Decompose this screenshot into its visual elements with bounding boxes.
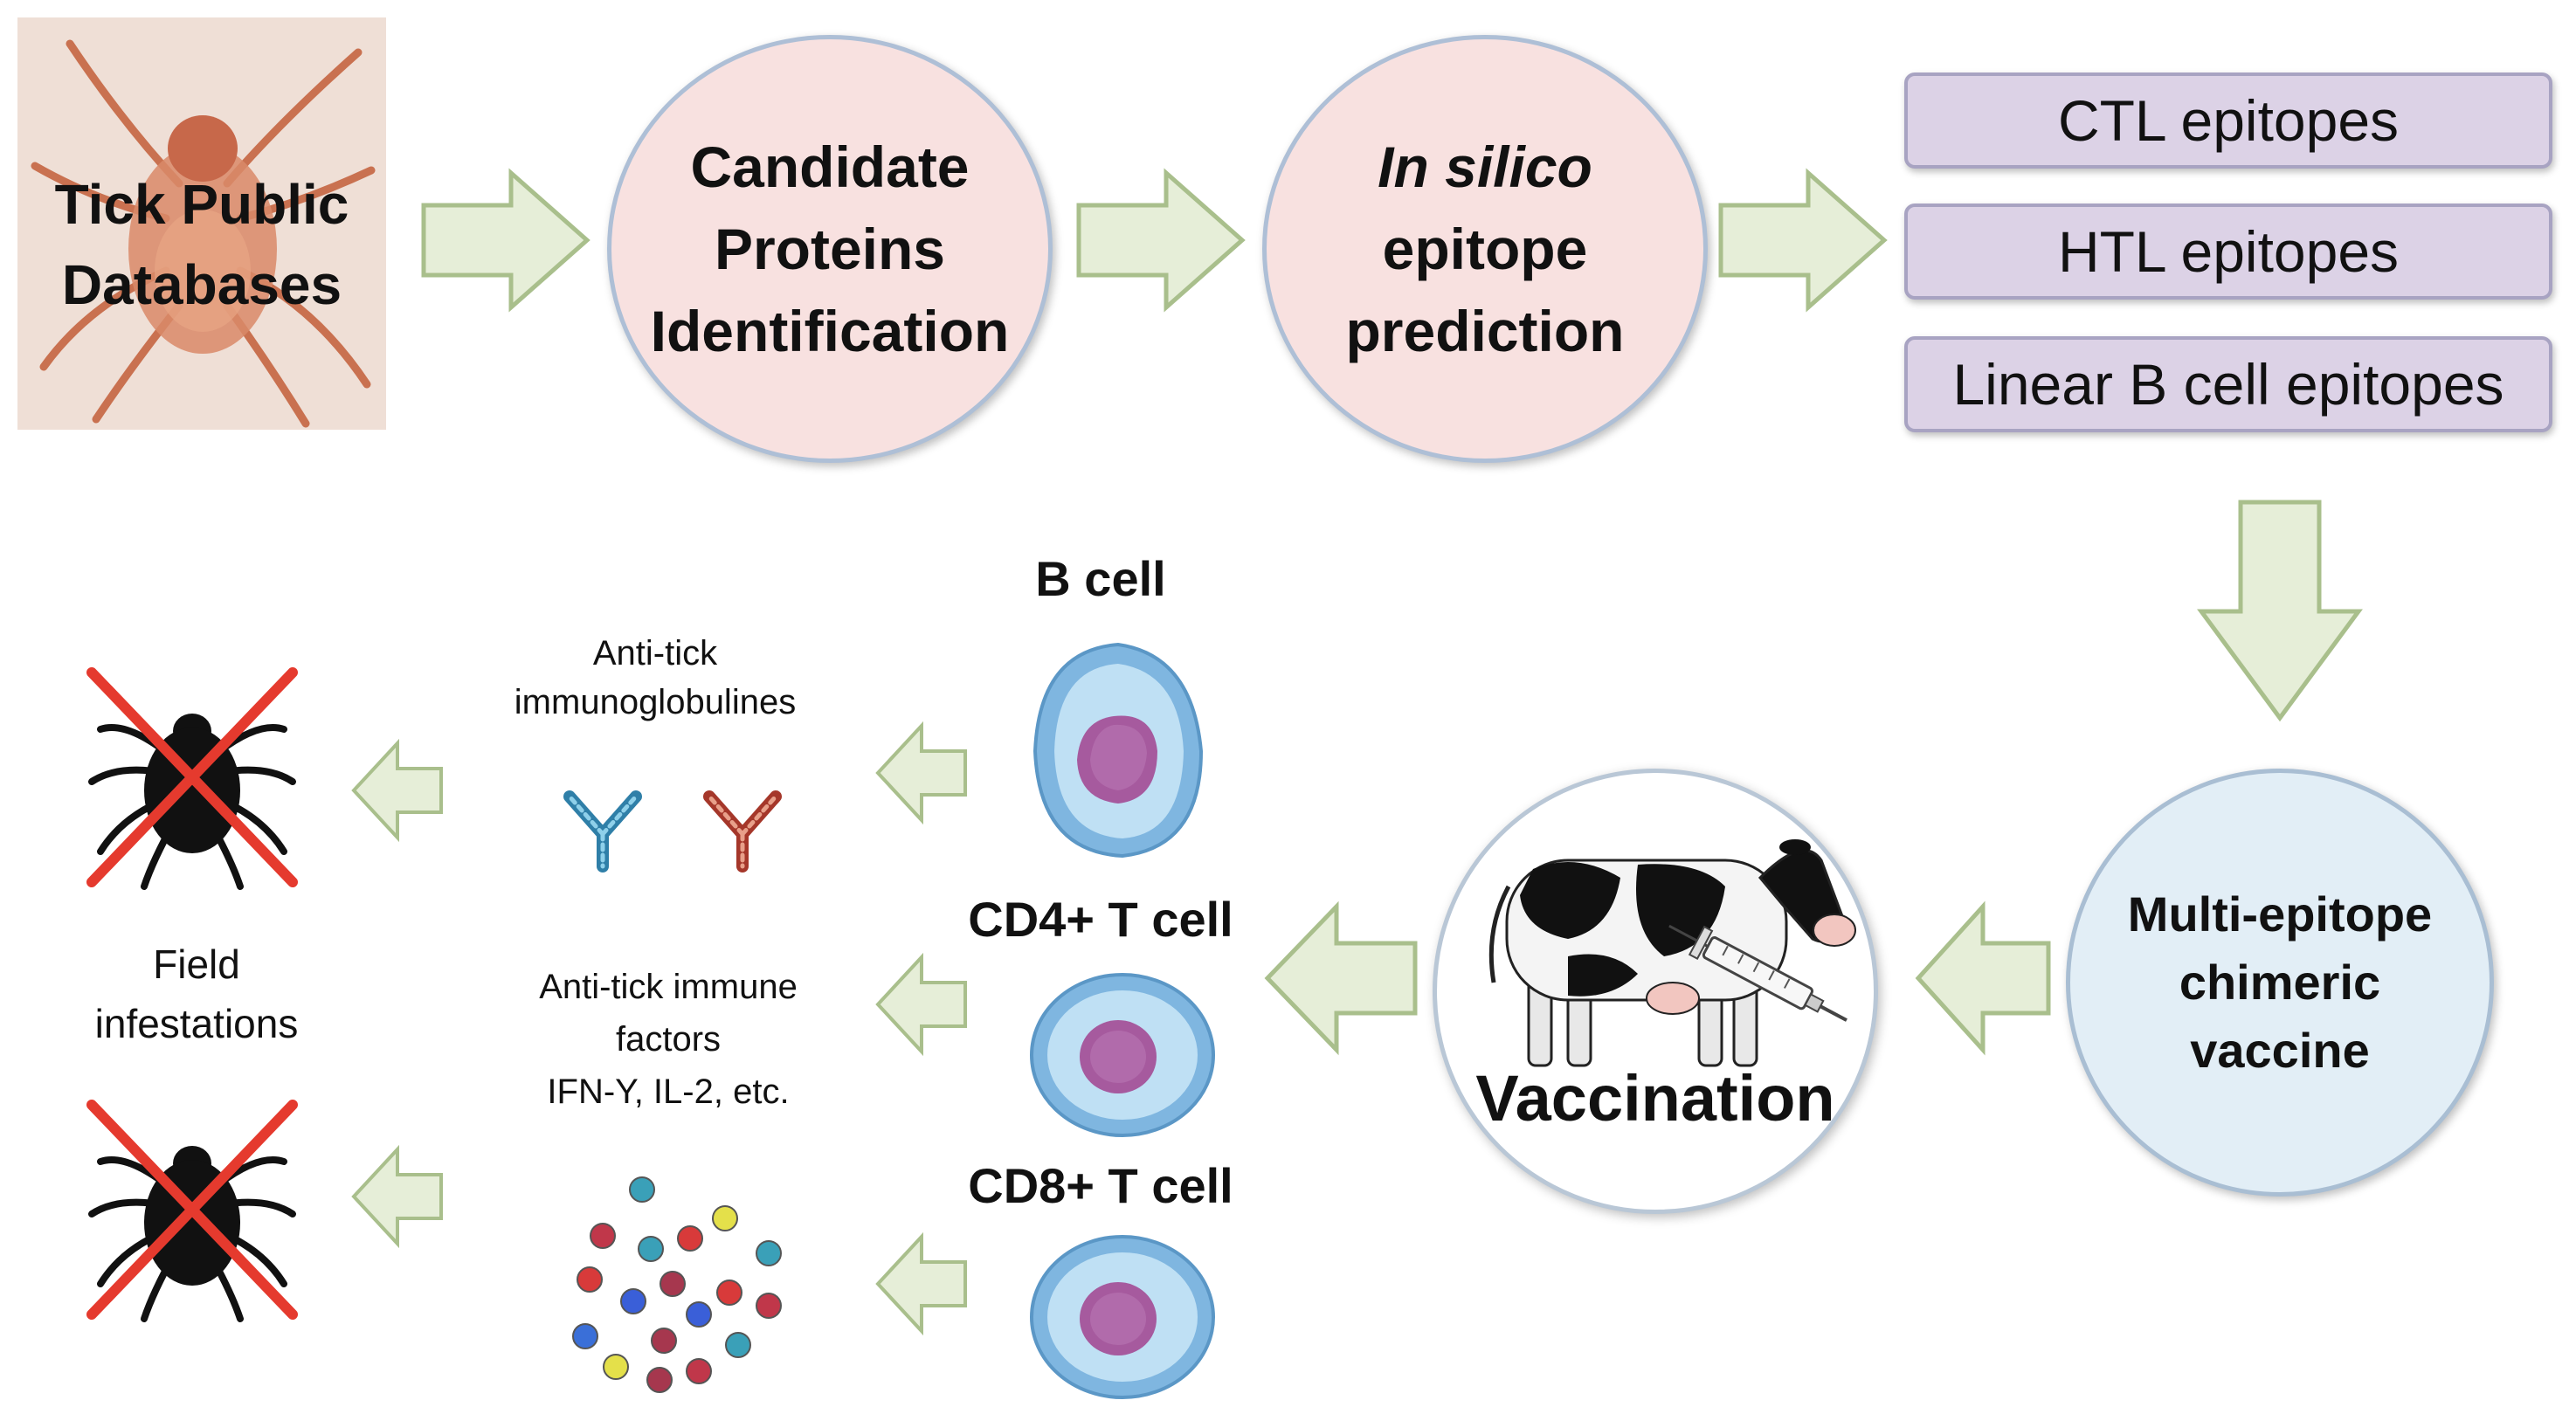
left-arrow-icon — [351, 738, 443, 843]
databases-title-line1: Tick Public — [54, 173, 349, 236]
vaccine-line1: Multi-epitope — [2127, 886, 2433, 942]
tick-database-tile: Tick Public Databases — [17, 17, 386, 430]
left-arrow-icon — [875, 1231, 967, 1336]
candidate-line3: Identification — [650, 299, 1010, 363]
immunoglobulins-line2: immunoglobulines — [514, 683, 797, 721]
right-arrow-icon — [1076, 168, 1246, 313]
vaccination-circle: Vaccination — [1433, 769, 1878, 1214]
linear-b-cell-epitopes-box: Linear B cell epitopes — [1904, 336, 2552, 432]
cytokine-molecules-icon — [572, 1176, 782, 1393]
prediction-line3: prediction — [1345, 299, 1625, 363]
prediction-line2: epitope — [1382, 217, 1588, 281]
b-cell-label: B cell — [1035, 551, 1166, 606]
tick-illustration-icon — [31, 39, 376, 428]
ctl-epitopes-box: CTL epitopes — [1904, 72, 2552, 169]
left-arrow-icon — [875, 952, 967, 1057]
vaccination-label: Vaccination — [1475, 1062, 1835, 1135]
multi-epitope-vaccine-circle: Multi-epitope chimeric vaccine — [2066, 769, 2494, 1197]
immunoglobulins-line1: Anti-tick — [592, 634, 718, 673]
candidate-proteins-circle: Candidate Proteins Identification — [607, 35, 1053, 463]
htl-epitopes-box: HTL epitopes — [1904, 203, 2552, 300]
left-arrow-icon — [1915, 900, 2051, 1056]
candidate-line1: Candidate — [690, 135, 970, 199]
left-arrow-icon — [1264, 900, 1418, 1056]
antibody-icon — [563, 790, 642, 873]
vaccine-line3: vaccine — [2190, 1023, 2370, 1078]
cd4-t-cell-label: CD4+ T cell — [968, 892, 1233, 947]
cd8-t-cell-icon — [1030, 1235, 1215, 1399]
crossed-tick-icon — [86, 1100, 298, 1322]
cd8-t-cell-label: CD8+ T cell — [968, 1158, 1233, 1213]
right-arrow-icon — [421, 168, 590, 313]
prediction-line1: In silico — [1378, 135, 1592, 199]
outcome-line1: Field — [153, 942, 240, 987]
immune-factors-label: Anti-tick immune factors IFN-Y, IL-2, et… — [472, 961, 865, 1118]
candidate-line2: Proteins — [714, 217, 946, 281]
left-arrow-icon — [875, 721, 967, 825]
crossed-tick-icon — [86, 667, 298, 890]
right-arrow-icon — [1718, 168, 1888, 313]
vaccine-line2: chimeric — [2179, 955, 2381, 1010]
field-infestations-label: Field infestations — [52, 935, 341, 1053]
cow-with-syringe-icon — [1488, 839, 1856, 1067]
immune-factors-line3: IFN-Y, IL-2, etc. — [547, 1073, 790, 1111]
outcome-line2: infestations — [94, 1001, 299, 1046]
in-silico-prediction-circle: In silico epitope prediction — [1262, 35, 1708, 463]
down-arrow-icon — [2197, 500, 2363, 722]
cd4-t-cell-icon — [1030, 973, 1215, 1137]
immune-factors-line1: Anti-tick immune — [539, 968, 798, 1006]
b-cell-icon — [1032, 642, 1204, 859]
immunoglobulins-label: Anti-tick immunoglobulines — [472, 629, 839, 727]
immune-factors-line2: factors — [615, 1020, 722, 1059]
left-arrow-icon — [351, 1144, 443, 1249]
databases-title-line2: Databases — [61, 253, 342, 316]
antibody-icon — [703, 790, 782, 873]
